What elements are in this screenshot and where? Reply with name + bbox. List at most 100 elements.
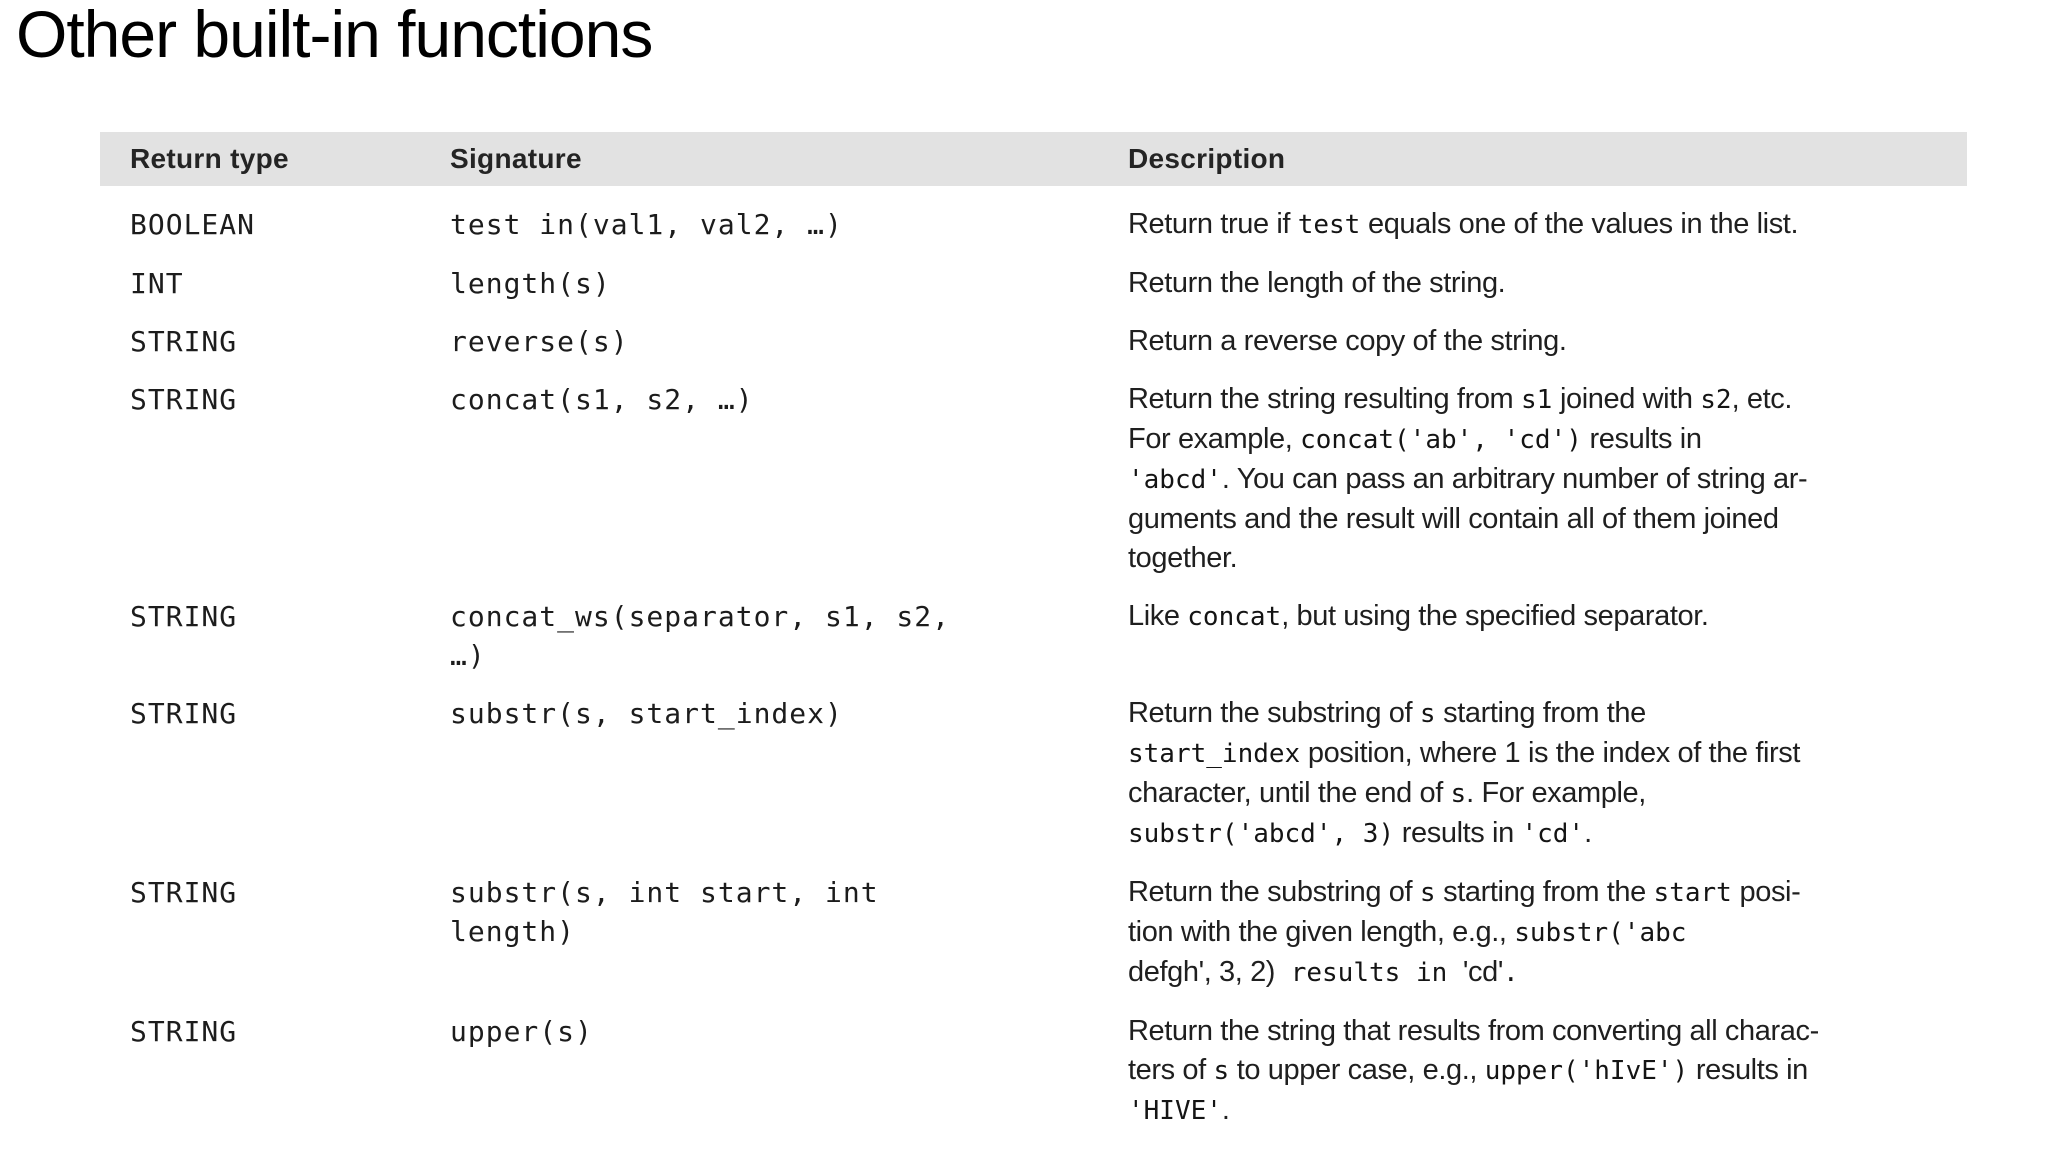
inline-text: Return the substring of	[1128, 876, 1420, 908]
text-line: substr(s, start_index)	[450, 697, 843, 730]
signature-cell: substr(s, int start, int length)	[450, 873, 1128, 951]
text-line: Return a reverse copy of the string.	[1128, 322, 1967, 361]
inline-text: together.	[1128, 542, 1238, 574]
table-row: BOOLEAN test in(val1, val2, …) Return tr…	[100, 205, 1967, 264]
description-cell: Like concat, but using the specified sep…	[1128, 597, 1967, 637]
inline-code: results in	[1275, 958, 1463, 988]
inline-text: tion with the given length, e.g.,	[1128, 916, 1515, 948]
inline-text: .	[1584, 817, 1592, 849]
description-cell: Return the substring of s starting from …	[1128, 873, 1967, 993]
return-type-cell: STRING	[130, 697, 238, 730]
inline-text: . For example,	[1466, 777, 1646, 809]
text-line: 'HIVE'.	[1128, 1091, 1967, 1131]
text-line: Return the substring of s starting from …	[1128, 873, 1967, 913]
inline-text: Return a reverse copy of the string.	[1128, 325, 1567, 357]
header-cell-return-type: Return type	[130, 143, 289, 174]
text-line: length(s)	[450, 267, 611, 300]
inline-code: substr('abcd', 3)	[1128, 819, 1395, 849]
signature-cell: substr(s, start_index)	[450, 694, 1128, 733]
return-type-cell: STRING	[130, 876, 238, 909]
inline-text: joined with	[1552, 383, 1701, 415]
inline-text: , etc.	[1731, 383, 1793, 415]
text-line: Return the string that results from conv…	[1128, 1012, 1967, 1051]
inline-code: concat('ab', 'cd')	[1300, 425, 1582, 455]
text-line: Return the substring of s starting from …	[1128, 694, 1967, 734]
text-line: ters of s to upper case, e.g., upper('hI…	[1128, 1051, 1967, 1091]
inline-code: s	[1419, 699, 1436, 729]
inline-text: . You can pass an arbitrary number of st…	[1221, 463, 1808, 495]
inline-text: 'cd'	[1462, 956, 1504, 988]
table-row: INT length(s) Return the length of the s…	[100, 264, 1967, 322]
inline-text: Return the string resulting from	[1128, 383, 1521, 415]
page-title: Other built-in functions	[16, 0, 653, 71]
table-body: BOOLEAN test in(val1, val2, …) Return tr…	[100, 186, 1967, 1150]
text-line: reverse(s)	[450, 325, 629, 358]
table-row: STRING concat_ws(separator, s1, s2, …) Li…	[100, 597, 1967, 694]
table-row: STRING substr(s, int start, int length) R…	[100, 873, 1967, 1012]
inline-text: Return the string that results from conv…	[1128, 1015, 1819, 1047]
text-line: length)	[450, 915, 576, 948]
text-line: Return the length of the string.	[1128, 264, 1967, 303]
table-row: STRING substr(s, start_index) Return the…	[100, 694, 1967, 873]
text-line: start_index position, where 1 is the ind…	[1128, 734, 1967, 774]
builtin-functions-table: Return type Signature Description BOOLEA…	[100, 132, 1967, 1150]
inline-text: equals one of the values in the list.	[1360, 208, 1799, 240]
inline-text: Return true if	[1128, 208, 1298, 240]
inline-code: s1	[1520, 385, 1553, 415]
text-line: Like concat, but using the specified sep…	[1128, 597, 1967, 637]
header-cell-signature: Signature	[450, 143, 582, 174]
inline-code: upper('hIvE')	[1484, 1056, 1689, 1086]
inline-code: substr('abc	[1514, 918, 1687, 948]
inline-code: 'HIVE'	[1128, 1096, 1222, 1126]
return-type-cell: BOOLEAN	[130, 208, 256, 241]
inline-text: Return the substring of	[1128, 697, 1420, 729]
inline-text: results in	[1688, 1054, 1808, 1086]
return-type-cell: INT	[130, 267, 184, 300]
text-line: 'abcd'. You can pass an arbitrary number…	[1128, 460, 1967, 500]
text-line: together.	[1128, 539, 1967, 578]
inline-text: For example,	[1128, 423, 1301, 455]
inline-code: 'cd'	[1521, 819, 1585, 849]
inline-text: guments and the result will contain all …	[1128, 503, 1779, 535]
table-header-row: Return type Signature Description	[100, 132, 1967, 186]
inline-text: posi-	[1731, 876, 1801, 908]
text-line: defgh', 3, 2) results in 'cd'.	[1128, 953, 1967, 993]
inline-code: s2	[1700, 385, 1732, 415]
text-line: For example, concat('ab', 'cd') results …	[1128, 420, 1967, 460]
signature-cell: concat_ws(separator, s1, s2, …)	[450, 597, 1128, 675]
return-type-cell: STRING	[130, 383, 238, 416]
inline-code: start_index	[1128, 739, 1301, 769]
header-cell-description: Description	[1128, 143, 1286, 174]
description-cell: Return the length of the string.	[1128, 264, 1967, 303]
text-line: substr(s, int start, int	[450, 876, 879, 909]
signature-cell: concat(s1, s2, …)	[450, 380, 1128, 419]
signature-cell: upper(s)	[450, 1012, 1128, 1051]
inline-text: Like	[1128, 600, 1188, 632]
inline-text: defgh', 3, 2)	[1128, 956, 1276, 988]
text-line: tion with the given length, e.g., substr…	[1128, 913, 1967, 953]
inline-code: concat	[1187, 602, 1282, 632]
signature-cell: length(s)	[450, 264, 1128, 303]
text-line: test in(val1, val2, …)	[450, 208, 843, 241]
table-row: STRING upper(s) Return the string that r…	[100, 1012, 1967, 1150]
return-type-cell: STRING	[130, 600, 238, 633]
inline-text: position, where 1 is the index of the fi…	[1300, 737, 1801, 769]
text-line: concat(s1, s2, …)	[450, 383, 754, 416]
description-cell: Return the string resulting from s1 join…	[1128, 380, 1967, 578]
text-line: concat_ws(separator, s1, s2,	[450, 600, 951, 633]
description-cell: Return true if test equals one of the va…	[1128, 205, 1967, 245]
inline-text: Return the length of the string.	[1128, 267, 1506, 299]
text-line: substr('abcd', 3) results in 'cd'.	[1128, 814, 1967, 854]
inline-code: s	[1213, 1056, 1230, 1086]
text-line: character, until the end of s. For examp…	[1128, 774, 1967, 814]
inline-code: start	[1653, 878, 1732, 908]
inline-code: s	[1419, 878, 1436, 908]
text-line: …)	[450, 639, 486, 672]
inline-text: starting from the	[1435, 876, 1654, 908]
text-line: Return true if test equals one of the va…	[1128, 205, 1967, 245]
inline-code: 'abcd'	[1128, 465, 1222, 495]
inline-text: results in	[1394, 817, 1522, 849]
return-type-cell: STRING	[130, 325, 238, 358]
text-line: guments and the result will contain all …	[1128, 500, 1967, 539]
inline-text: , but using the specified separator.	[1281, 600, 1709, 632]
